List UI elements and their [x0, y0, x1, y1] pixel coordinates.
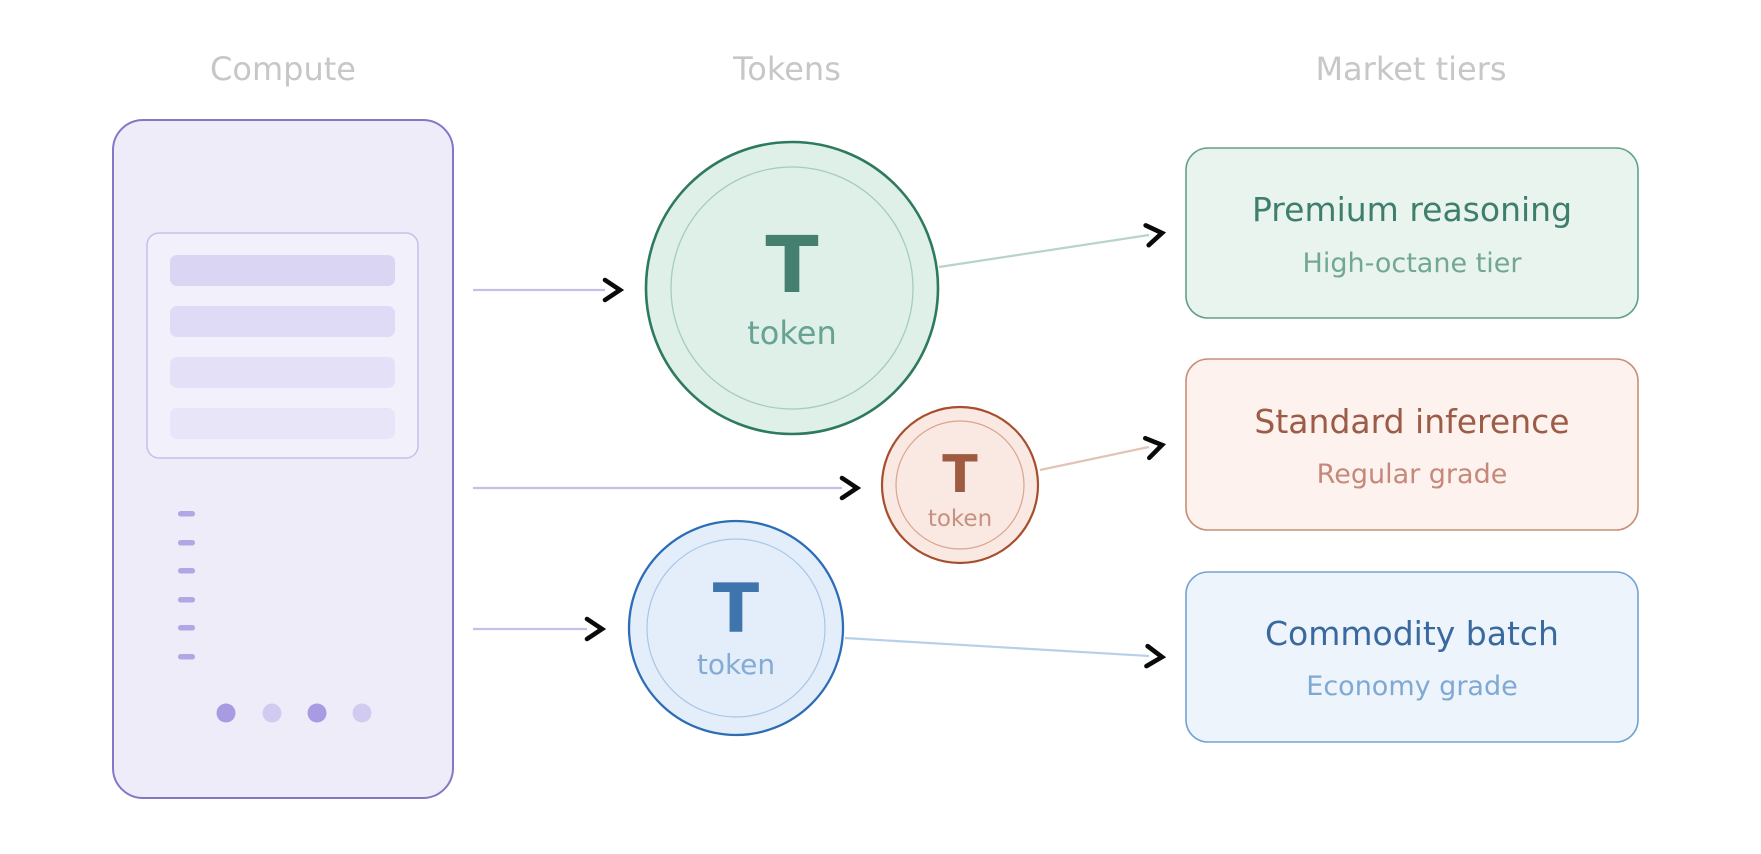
arrowhead-icon [839, 475, 862, 501]
compute-activity-bar [170, 255, 395, 286]
column-header-compute: Compute [210, 50, 356, 88]
compute-indicator-dot [307, 703, 327, 723]
tier-card-standard: Standard inference Regular grade [1185, 358, 1639, 531]
token-symbol: T [942, 445, 978, 505]
arrow-compute-to-commodity-token [473, 616, 607, 642]
compute-panel [146, 232, 419, 459]
premium-token-circle [644, 140, 940, 436]
token-label: token [697, 648, 775, 681]
token-symbol: T [765, 221, 818, 311]
token-label: token [747, 314, 836, 352]
arrow-compute-to-premium-token [473, 277, 625, 303]
compute-indicator-dot [262, 703, 282, 723]
tier-subtitle: Regular grade [1317, 459, 1508, 490]
compute-tick-mark [178, 568, 195, 574]
compute-tick-mark [178, 625, 195, 631]
token-symbol: T [713, 570, 760, 649]
column-header-tokens: Tokens [732, 50, 841, 88]
arrowhead-icon [1142, 435, 1167, 461]
compute-activity-bar [170, 306, 395, 337]
compute-tick-mark [178, 511, 195, 517]
tier-card-premium: Premium reasoning High-octane tier [1185, 147, 1639, 319]
compute-tick-mark [178, 654, 195, 660]
standard-token-node: T token [880, 405, 1040, 565]
tier-title: Standard inference [1254, 402, 1569, 441]
connector-line [1039, 445, 1150, 472]
connector-line [938, 233, 1150, 269]
arrowhead-icon [584, 616, 607, 642]
premium-token-inner-ring [670, 166, 914, 410]
connector-standard-token-to-tier [1039, 435, 1167, 472]
commodity-token-circle [627, 519, 845, 737]
connector-premium-token-to-tier [938, 223, 1167, 269]
token-label: token [928, 506, 992, 532]
commodity-token-node: T token [627, 519, 845, 737]
connector-commodity-token-to-tier [844, 636, 1167, 669]
tier-title: Commodity batch [1265, 614, 1559, 653]
tier-card-standard-box [1185, 358, 1639, 531]
column-header-market-tiers: Market tiers [1315, 50, 1506, 88]
compute-indicator-dot [352, 703, 372, 723]
commodity-token-inner-ring [646, 538, 826, 718]
standard-token-circle [880, 405, 1040, 565]
tier-subtitle: Economy grade [1306, 671, 1517, 702]
premium-token-node: T token [644, 140, 940, 436]
compute-box [112, 119, 454, 799]
compute-indicator-dot [216, 703, 236, 723]
compute-tick-mark [178, 540, 195, 546]
compute-activity-bar [170, 357, 395, 388]
arrowhead-icon [1143, 223, 1167, 248]
arrowhead-icon [602, 277, 625, 303]
compute-activity-bar [170, 408, 395, 439]
arrowhead-icon [1144, 643, 1167, 669]
standard-token-inner-ring [895, 420, 1025, 550]
arrow-compute-to-standard-token [473, 475, 862, 501]
tier-card-commodity-box [1185, 571, 1639, 743]
connector-line [844, 636, 1150, 658]
tier-subtitle: High-octane tier [1303, 248, 1523, 279]
tier-title: Premium reasoning [1252, 190, 1572, 229]
tier-card-commodity: Commodity batch Economy grade [1185, 571, 1639, 743]
compute-node [112, 119, 454, 799]
compute-tick-mark [178, 597, 195, 603]
tier-card-premium-box [1185, 147, 1639, 319]
